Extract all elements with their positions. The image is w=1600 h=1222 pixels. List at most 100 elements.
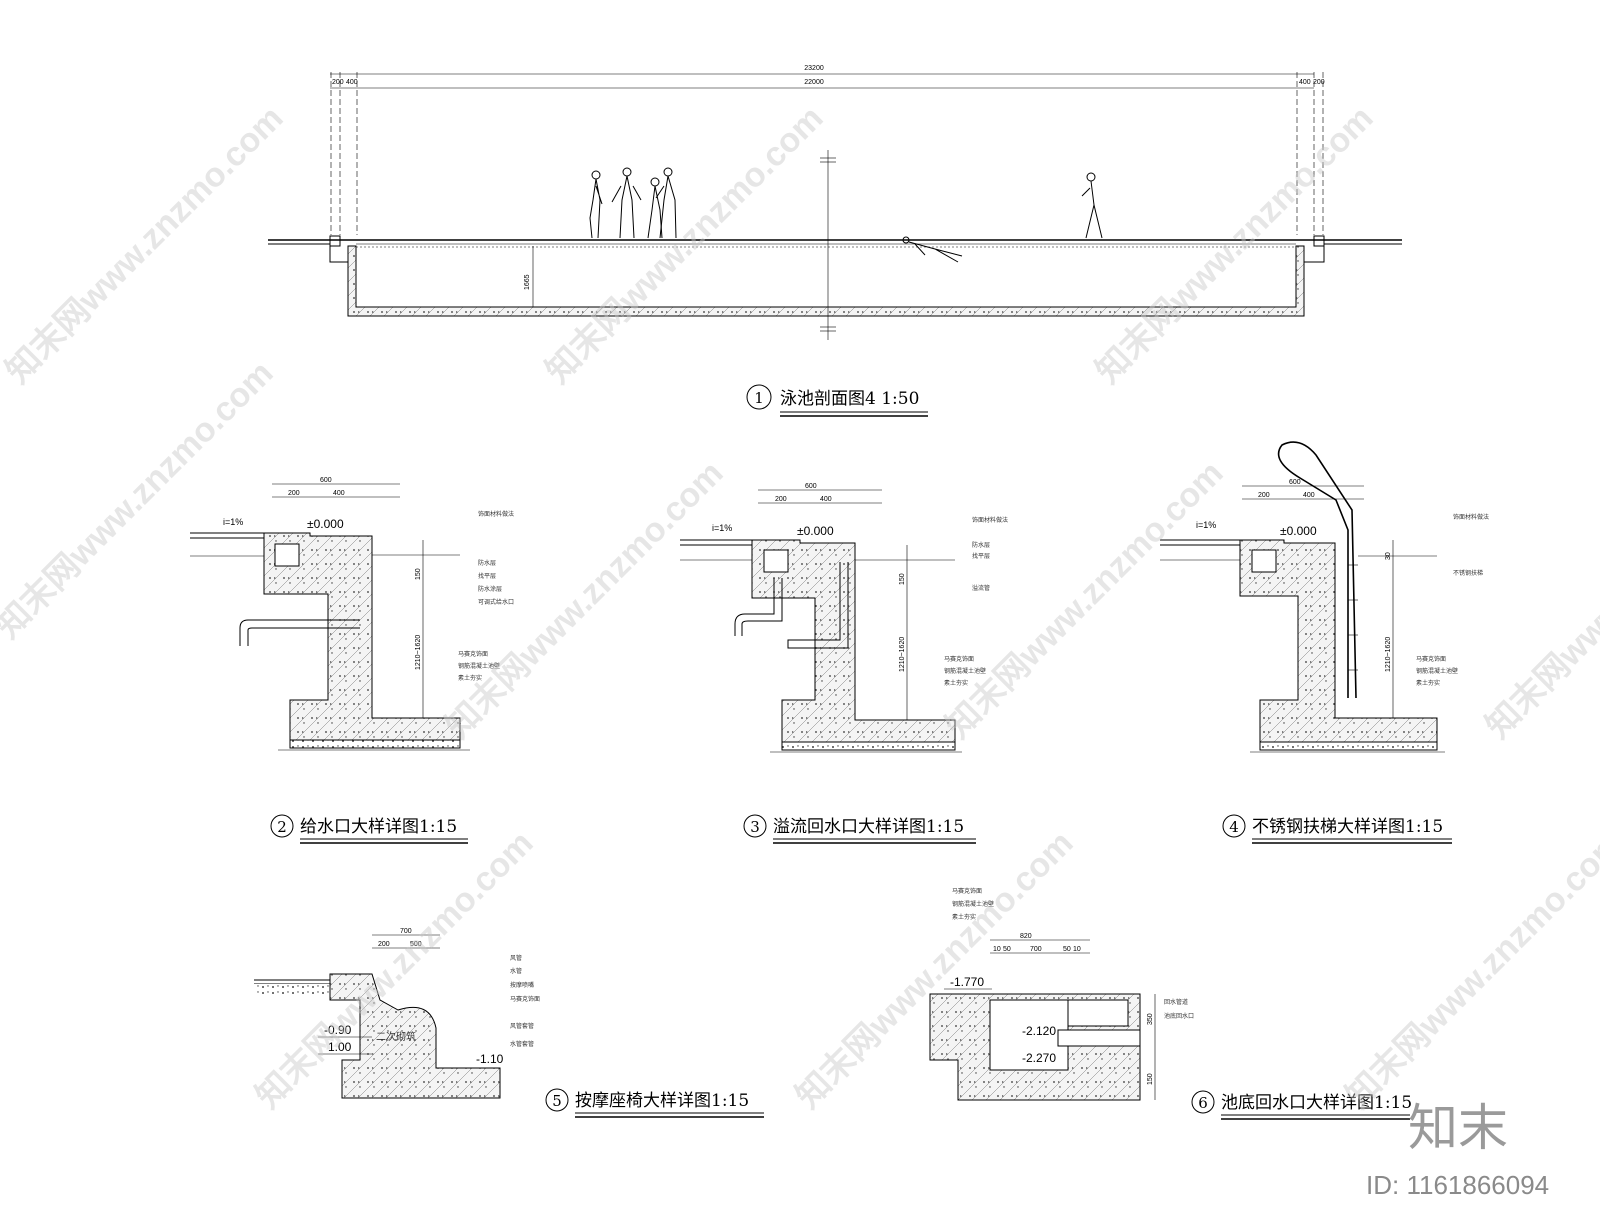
left-dim-b: 400 <box>346 79 358 86</box>
right-dim-a: 400 <box>1299 79 1311 86</box>
watermark-text: 知末网www.znzmo.com <box>1479 454 1600 746</box>
d2-number: 2 <box>277 818 287 836</box>
main-title: 泳池剖面图4 1:50 <box>780 389 919 409</box>
main-title-number: 1 <box>754 389 764 407</box>
d5-level-a: -0.90 <box>324 1023 352 1037</box>
svg-text:回水管道: 回水管道 <box>1164 998 1188 1006</box>
d6-title: 池底回水口大样详图1:15 <box>1221 1093 1412 1113</box>
detail-4-stainless-ladder: 600 200 400 i=1% ±0.000 30 1210~1620 饰面材… <box>1160 441 1489 844</box>
watermark-text: 知末网www.znzmo.com <box>1339 824 1600 1116</box>
svg-text:马赛克饰面: 马赛克饰面 <box>1416 655 1446 663</box>
svg-text:不锈钢扶梯: 不锈钢扶梯 <box>1453 569 1483 577</box>
inner-dim: 22000 <box>804 79 824 86</box>
svg-text:饰面材料做法: 饰面材料做法 <box>972 516 1008 524</box>
depth-dim: 1665 <box>524 274 531 290</box>
d3-title: 溢流回水口大样详图1:15 <box>773 817 964 837</box>
d6-level-c: -2.270 <box>1022 1051 1056 1065</box>
svg-text:素土夯实: 素土夯实 <box>458 674 482 682</box>
d6-dim-700: 700 <box>1030 946 1042 953</box>
d4-slope: i=1% <box>1196 520 1216 530</box>
d6-dim-10b: 10 <box>1073 946 1081 953</box>
d2-dim-600: 600 <box>320 477 332 484</box>
detail-2-water-inlet: 600 200 400 i=1% ±0.000 150 1210~1620 饰面… <box>190 477 514 844</box>
d5-dim-700: 700 <box>400 928 412 935</box>
d3-vdim-depth: 1210~1620 <box>899 637 906 672</box>
svg-text:风管套管: 风管套管 <box>510 1022 534 1030</box>
svg-text:防水层: 防水层 <box>478 559 496 567</box>
people-figures <box>589 167 1103 263</box>
d6-number: 6 <box>1198 1094 1208 1112</box>
svg-text:钢筋混凝土池壁: 钢筋混凝土池壁 <box>944 667 986 675</box>
d5-number: 5 <box>552 1092 562 1110</box>
svg-text:马赛克饰面: 马赛克饰面 <box>510 995 540 1003</box>
image-id: ID: 1161866094 <box>1366 1170 1549 1200</box>
watermark-text: 知末网www.znzmo.com <box>1089 99 1381 391</box>
d4-vdim-30: 30 <box>1385 552 1392 560</box>
d4-title: 不锈钢扶梯大样详图1:15 <box>1252 817 1443 837</box>
svg-text:饰面材料做法: 饰面材料做法 <box>1453 513 1489 521</box>
d3-number: 3 <box>750 818 760 836</box>
d5-dim-200: 200 <box>378 941 390 948</box>
d6-dim-50b: 50 <box>1063 946 1071 953</box>
d3-vdim-150: 150 <box>899 573 906 585</box>
d4-vdim-depth: 1210~1620 <box>1385 637 1392 672</box>
svg-text:素土夯实: 素土夯实 <box>944 679 968 687</box>
d5-title: 按摩座椅大样详图1:15 <box>575 1091 749 1111</box>
left-dim-a: 200 <box>332 79 344 86</box>
svg-text:饰面材料做法: 饰面材料做法 <box>478 510 514 518</box>
svg-text:素土夯实: 素土夯实 <box>1416 679 1440 687</box>
d3-slope: i=1% <box>712 523 732 533</box>
svg-text:钢筋混凝土池壁: 钢筋混凝土池壁 <box>1416 667 1458 675</box>
d3-dim-400: 400 <box>820 496 832 503</box>
pool-section-main: 23200 22000 200 400 400 200 1665 <box>268 65 1402 417</box>
d6-dim-10a: 10 <box>993 946 1001 953</box>
d6-level-a: -1.770 <box>950 975 984 989</box>
d2-vdim-depth: 1210~1620 <box>415 635 422 670</box>
overall-dim: 23200 <box>804 65 824 72</box>
d6-dim-50a: 50 <box>1003 946 1011 953</box>
svg-text:马赛克饰面: 马赛克饰面 <box>952 887 982 895</box>
brand-logo: 知末 <box>1408 1099 1508 1157</box>
watermark-text: 知末网www.znzmo.com <box>539 99 831 391</box>
d4-dim-400: 400 <box>1303 492 1315 499</box>
d2-slope: i=1% <box>223 517 243 527</box>
svg-text:按摩喷嘴: 按摩喷嘴 <box>510 981 534 989</box>
watermarks: 知末网www.znzmo.com 知末网www.znzmo.com 知末网www… <box>0 99 1600 1200</box>
watermark-text: 知末网www.znzmo.com <box>0 99 291 391</box>
svg-text:找平层: 找平层 <box>972 552 990 560</box>
d2-title: 给水口大样详图1:15 <box>300 817 457 837</box>
svg-text:马赛克饰面: 马赛克饰面 <box>944 655 974 663</box>
svg-text:水管: 水管 <box>510 967 522 975</box>
d3-level: ±0.000 <box>797 524 834 538</box>
d5-label: 二次砌筑 <box>376 1030 416 1043</box>
svg-text:找平层: 找平层 <box>478 572 496 580</box>
d6-vdim-150: 150 <box>1147 1073 1154 1085</box>
svg-text:马赛克饰面: 马赛克饰面 <box>458 650 488 658</box>
d5-dim-500: 500 <box>410 941 422 948</box>
d4-number: 4 <box>1229 818 1239 836</box>
d4-dim-200: 200 <box>1258 492 1270 499</box>
d6-level-b: -2.120 <box>1022 1024 1056 1038</box>
svg-text:池底回水口: 池底回水口 <box>1164 1012 1194 1020</box>
svg-text:素土夯实: 素土夯实 <box>952 913 976 921</box>
svg-text:防水涂层: 防水涂层 <box>478 585 502 593</box>
watermark-text: 知末网www.znzmo.com <box>939 454 1231 746</box>
svg-text:钢筋混凝土池壁: 钢筋混凝土池壁 <box>952 900 994 908</box>
svg-text:防水层: 防水层 <box>972 541 990 549</box>
right-dim-b: 200 <box>1313 79 1325 86</box>
d4-dim-600: 600 <box>1289 479 1301 486</box>
svg-text:可调式给水口: 可调式给水口 <box>478 598 514 606</box>
d5-level-b: 1.00 <box>328 1040 352 1054</box>
d2-dim-400: 400 <box>333 490 345 497</box>
d3-dim-600: 600 <box>805 483 817 490</box>
svg-text:溢流管: 溢流管 <box>972 584 990 592</box>
d5-level-c: -1.10 <box>476 1052 504 1066</box>
svg-text:水管套管: 水管套管 <box>510 1040 534 1048</box>
d6-dim-820: 820 <box>1020 933 1032 940</box>
d4-level: ±0.000 <box>1280 524 1317 538</box>
d3-dim-200: 200 <box>775 496 787 503</box>
svg-text:钢筋混凝土池壁: 钢筋混凝土池壁 <box>458 662 500 670</box>
